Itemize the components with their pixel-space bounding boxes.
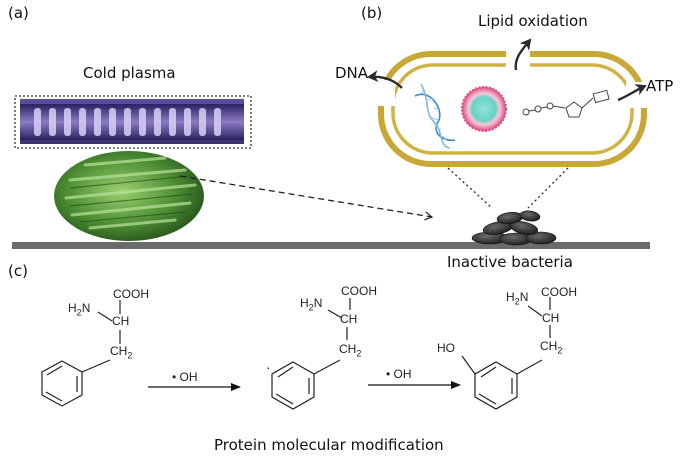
atp-label: ATP (646, 77, 674, 95)
vegetable-sample (54, 151, 204, 241)
inactive-bacteria-label: Inactive bacteria (447, 253, 573, 271)
mol1-beta: CH2 (110, 344, 133, 361)
ground-line (12, 242, 650, 249)
mol2-acid: COOH (341, 284, 377, 298)
dna-label: DNA (335, 64, 369, 82)
mol3-amine: H2N (506, 290, 529, 307)
atp-molecule (522, 89, 610, 118)
mol3-alpha: CH (542, 311, 560, 325)
molecule-2 (271, 298, 351, 410)
mol1-amine: H2N (68, 301, 91, 318)
mol3-acid: COOH (541, 285, 577, 299)
dashed-transfer-arrow (179, 175, 434, 221)
mol2-alpha: CH (340, 312, 358, 326)
cell-membrane (391, 63, 634, 155)
radical-dot: · (266, 359, 271, 375)
dna-helix (414, 83, 456, 149)
reagent-2: • OH (386, 367, 412, 381)
panel-c-caption: Protein molecular modification (214, 436, 444, 454)
bacterial-cell (377, 48, 648, 167)
plasma-dotted-frame (14, 95, 252, 149)
mol2-beta: CH2 (339, 342, 362, 359)
zoom-line-right (527, 167, 569, 209)
panel-label-a: (a) (8, 4, 29, 22)
bacteria-pile (471, 210, 557, 246)
zoom-line-left (447, 167, 493, 209)
mol3-beta: CH2 (540, 339, 563, 356)
panel-label-c: (c) (8, 262, 28, 280)
mol2-amine: H2N (300, 296, 323, 313)
lipid-arrow (514, 38, 532, 71)
atp-arrow (617, 84, 647, 102)
molecule-3 (461, 297, 551, 410)
plasma-device (14, 95, 252, 149)
mol1-acid: COOH (113, 287, 149, 301)
dna-arrow (367, 70, 403, 89)
cold-plasma-label: Cold plasma (83, 64, 176, 82)
liposome (461, 86, 507, 132)
reagent-1: • OH (172, 370, 198, 384)
lipid-oxidation-label: Lipid oxidation (478, 12, 588, 30)
molecule-1 (41, 300, 121, 407)
mol3-hydroxyl: HO (437, 341, 455, 355)
mol1-alpha: CH (112, 314, 130, 328)
panel-label-b: (b) (361, 4, 383, 22)
